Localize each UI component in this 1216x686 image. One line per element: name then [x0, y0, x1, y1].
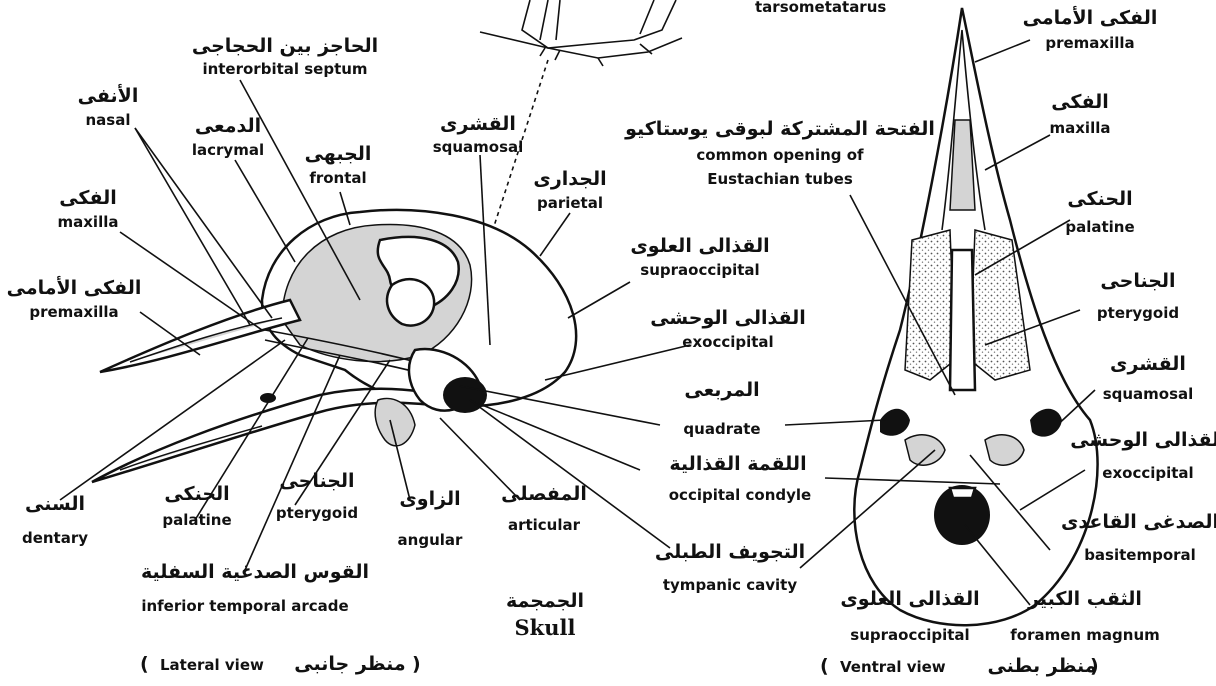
label-foramen-magnum-en: foramen magnum	[1010, 626, 1160, 644]
lateral-skull-drawing	[92, 210, 576, 482]
label-tympanic-cavity-ar: التجويف الطبلى	[655, 541, 805, 563]
label-pterygoid-lateral-en: pterygoid	[276, 504, 358, 522]
label-angular-ar: الزاوى	[399, 488, 460, 510]
label-articular-en: articular	[508, 516, 581, 534]
label-eustachian-en1: common opening of	[696, 146, 864, 164]
label-exoccipital-ventral-ar: القذالى الوحشى	[1070, 429, 1216, 451]
label-premaxilla-lateral-ar: الفكى الأمامى	[7, 276, 142, 299]
label-articular-ar: المفصلى	[501, 483, 587, 505]
label-dentary-en: dentary	[22, 529, 88, 547]
caption-lateral-close: )	[412, 653, 421, 675]
caption-lateral-en: Lateral view	[160, 656, 264, 674]
label-exoccipital-lateral-en: exoccipital	[682, 333, 773, 351]
label-pterygoid-ventral-en: pterygoid	[1097, 304, 1179, 322]
label-basitemporal-en: basitemporal	[1084, 546, 1196, 564]
label-eustachian-ar: الفتحة المشتركة لبوقى يوستاكيو	[624, 118, 935, 140]
caption-lateral-open: (	[140, 653, 149, 675]
label-squamosal-ventral-en: squamosal	[1103, 385, 1194, 403]
label-pterygoid-lateral-ar: الجناحى	[279, 470, 354, 492]
label-squamosal-lateral-en: squamosal	[433, 138, 524, 156]
label-premaxilla-ventral-ar: الفكى الأمامى	[1023, 6, 1158, 29]
label-eustachian-en2: Eustachian tubes	[707, 170, 853, 188]
label-supraoccipital-lateral-ar: القذالى العلوى	[630, 235, 769, 257]
label-temporal-arcade-en: inferior temporal arcade	[141, 597, 348, 615]
label-angular-en: angular	[398, 531, 463, 549]
label-premaxilla-lateral-en: premaxilla	[29, 303, 118, 321]
label-nasal-en: nasal	[86, 111, 131, 129]
caption-ventral-view: ( Ventral view منظر بطنى )	[820, 655, 1099, 677]
label-dentary-ar: السنى	[25, 493, 85, 515]
label-maxilla-lateral-ar: الفكى	[59, 187, 117, 209]
caption-ventral-ar: منظر بطنى	[987, 655, 1096, 677]
label-palatine-lateral-en: palatine	[162, 511, 231, 529]
label-frontal-ar: الجبهى	[305, 143, 372, 165]
label-supraoccipital-ventral-ar: القذالى العلوى	[840, 588, 979, 610]
label-premaxilla-ventral-en: premaxilla	[1045, 34, 1134, 52]
label-frontal-en: frontal	[309, 169, 366, 187]
label-tarsometatarus-en: tarsometatarus	[755, 0, 886, 16]
label-parietal-ar: الجدارى	[533, 168, 606, 190]
label-maxilla-lateral-en: maxilla	[58, 213, 119, 231]
label-exoccipital-lateral-ar: القذالى الوحشى	[650, 307, 806, 329]
label-lacrymal-ar: الدمعى	[195, 115, 261, 137]
label-squamosal-lateral-ar: القشرى	[440, 113, 516, 135]
label-palatine-ventral-en: palatine	[1065, 218, 1134, 236]
label-foramen-magnum-ar: الثقب الكبير	[1027, 588, 1142, 610]
label-pterygoid-ventral-ar: الجناحى	[1100, 270, 1175, 292]
label-temporal-arcade-ar: القوس الصدغية السفلية	[141, 561, 369, 583]
label-maxilla-ventral-en: maxilla	[1050, 119, 1111, 137]
caption-ventral-open: (	[820, 655, 829, 677]
label-maxilla-ventral-ar: الفكى	[1051, 91, 1109, 113]
label-quadrate-en: quadrate	[683, 420, 760, 438]
label-skull-en: Skull	[515, 615, 576, 640]
label-nasal-ar: الأنفى	[78, 84, 139, 107]
label-skull-ar: الجمجمة	[506, 590, 584, 612]
label-exoccipital-ventral-en: exoccipital	[1102, 464, 1193, 482]
caption-lateral-view: ( Lateral view منظر جانبى )	[140, 653, 421, 675]
label-lacrymal-en: lacrymal	[192, 141, 264, 159]
label-parietal-en: parietal	[537, 194, 603, 212]
label-interorbital-en: interorbital septum	[202, 60, 367, 78]
label-palatine-ventral-ar: الحنكى	[1067, 188, 1132, 210]
label-quadrate-ar: المربعى	[684, 379, 759, 401]
label-occipital-condyle-ar: اللقمة القذالية	[669, 453, 806, 475]
caption-ventral-close: )	[1090, 655, 1099, 677]
label-basitemporal-ar: الصدغى القاعدى	[1061, 511, 1216, 533]
caption-lateral-ar: منظر جانبى	[294, 653, 405, 675]
label-supraoccipital-ventral-en: supraoccipital	[850, 626, 969, 644]
label-tympanic-cavity-en: tympanic cavity	[663, 576, 797, 594]
label-occipital-condyle-en: occipital condyle	[669, 486, 811, 504]
caption-ventral-en: Ventral view	[840, 658, 946, 676]
label-interorbital-ar: الحاجز بين الحجاجى	[192, 35, 378, 57]
label-squamosal-ventral-ar: القشرى	[1110, 353, 1186, 375]
label-supraoccipital-lateral-en: supraoccipital	[640, 261, 759, 279]
label-palatine-lateral-ar: الحنكى	[164, 483, 229, 505]
